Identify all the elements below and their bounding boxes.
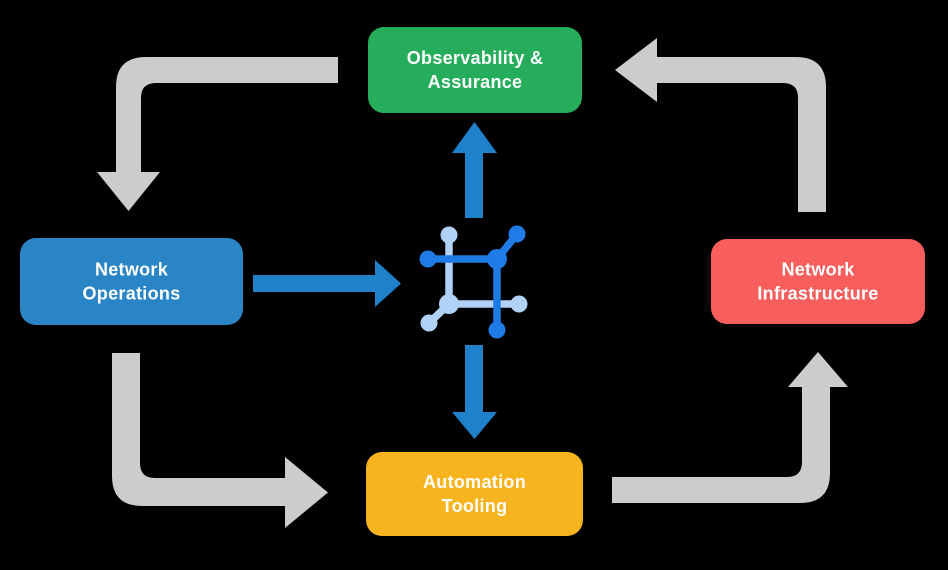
- network-operations-label-line1: Network: [95, 260, 169, 280]
- network-nodes-icon-light-nodes: [420, 226, 528, 332]
- cycle-arrow-operations-to-automation: [112, 353, 328, 528]
- network-infrastructure-box-bg: [711, 239, 925, 324]
- observability-assurance-box: Observability & Assurance: [368, 27, 582, 113]
- network-infrastructure-label-line1: Network: [781, 260, 855, 280]
- network-infrastructure-label-line2: Infrastructure: [757, 284, 878, 304]
- network-infrastructure-box: Network Infrastructure: [711, 239, 925, 324]
- observability-assurance-label-line1: Observability &: [407, 48, 544, 68]
- network-operations-label-line2: Operations: [82, 284, 180, 304]
- arrow-center-to-observability: [452, 122, 497, 218]
- observability-assurance-label-line2: Assurance: [428, 72, 523, 92]
- automation-tooling-label-line1: Automation: [423, 472, 526, 492]
- automation-tooling-box-bg: [366, 452, 583, 536]
- observability-assurance-box-bg: [368, 27, 582, 113]
- network-operations-box-bg: [20, 238, 243, 325]
- cycle-arrow-automation-to-infrastructure: [612, 352, 848, 503]
- arrow-center-to-automation: [452, 345, 497, 439]
- cycle-arrow-observability-to-operations: [97, 57, 338, 211]
- network-nodes-icon: [419, 225, 528, 339]
- automation-tooling-box: Automation Tooling: [366, 452, 583, 536]
- network-operations-box: Network Operations: [20, 238, 243, 325]
- arrow-operations-to-center: [253, 260, 401, 307]
- network-nodes-icon-dark-nodes: [419, 225, 526, 339]
- cycle-arrow-infrastructure-to-observability: [615, 38, 826, 212]
- automation-tooling-label-line2: Tooling: [442, 496, 508, 516]
